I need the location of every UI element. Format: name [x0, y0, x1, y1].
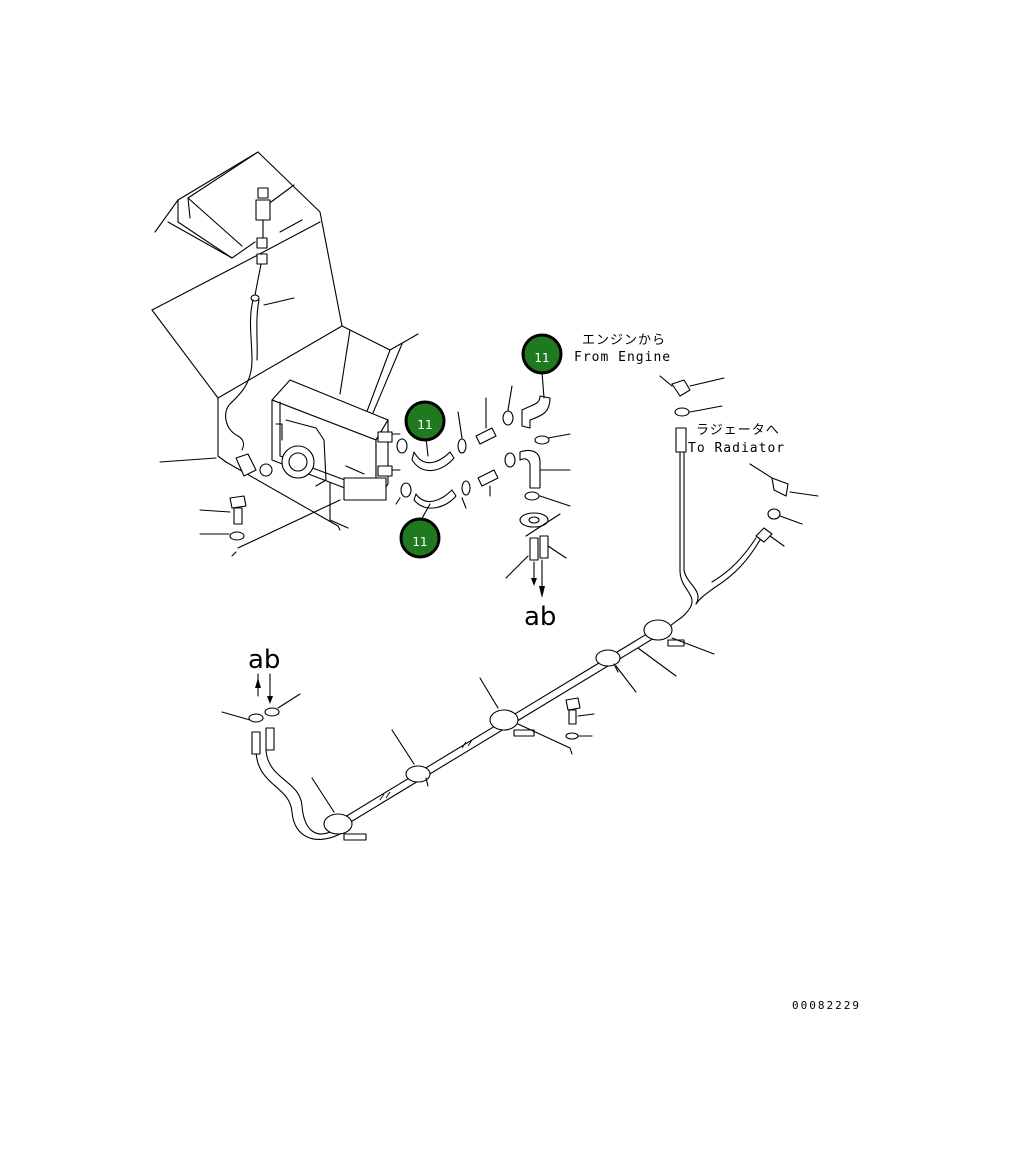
drawing-number: 00082229 [792, 999, 861, 1012]
callout-marker-circle [404, 400, 446, 442]
callout-marker-circle [521, 333, 563, 375]
callout-marker-label: 11 [412, 535, 427, 549]
from-engine-en-label: From Engine [574, 350, 671, 365]
callout-marker-label: 11 [417, 418, 432, 432]
clamp-2 [391, 729, 431, 787]
hoses-and-clamps [395, 385, 571, 598]
to-radiator-en-label: To Radiator [688, 441, 785, 456]
from-engine-jp-label: エンジンから [582, 333, 666, 348]
to-radiator-jp-label: ラジェータへ [696, 423, 780, 438]
callout-marker-circle [399, 517, 441, 559]
connector-label-lower: ab [248, 645, 280, 675]
cable-assembly [225, 184, 303, 451]
radiator-fitting [695, 463, 819, 605]
engine-fitting [659, 375, 725, 629]
clamp-4 [595, 649, 637, 693]
callout-marker-label: 11 [534, 351, 549, 365]
clamp-3 [479, 677, 573, 755]
callout-marker[interactable]: 11 [404, 400, 446, 457]
connector-label-upper: ab [524, 602, 556, 632]
lower-connector [221, 673, 301, 755]
clamp-5 [637, 619, 715, 677]
callout-marker[interactable]: 11 [521, 333, 563, 399]
heater-unit [235, 329, 401, 501]
callout-marker[interactable]: 11 [399, 503, 441, 559]
clamp-1 [311, 777, 367, 841]
bolt-washer-right [565, 697, 595, 740]
bolt-washer-left [199, 495, 247, 541]
